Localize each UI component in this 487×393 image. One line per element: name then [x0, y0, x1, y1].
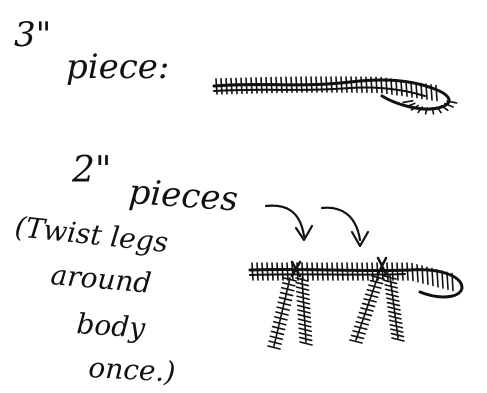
- piece-label: piece:: [66, 47, 169, 87]
- pieces-label: pieces: [127, 172, 239, 220]
- fuzzy-pipe-cleaner-3in-icon: [212, 76, 458, 115]
- two-inch-label: 2": [71, 150, 111, 191]
- three-inch-label: 3": [14, 15, 51, 55]
- fuzzy-legs-icon: [267, 275, 405, 350]
- note-line-1: (Twist legs: [13, 210, 169, 259]
- note-line-4: once.): [88, 351, 177, 389]
- note-line-2: around: [49, 258, 152, 300]
- note-line-3: body: [76, 307, 148, 345]
- fuzzy-body-icon: [248, 256, 464, 299]
- curved-arrows-icon: [264, 204, 370, 248]
